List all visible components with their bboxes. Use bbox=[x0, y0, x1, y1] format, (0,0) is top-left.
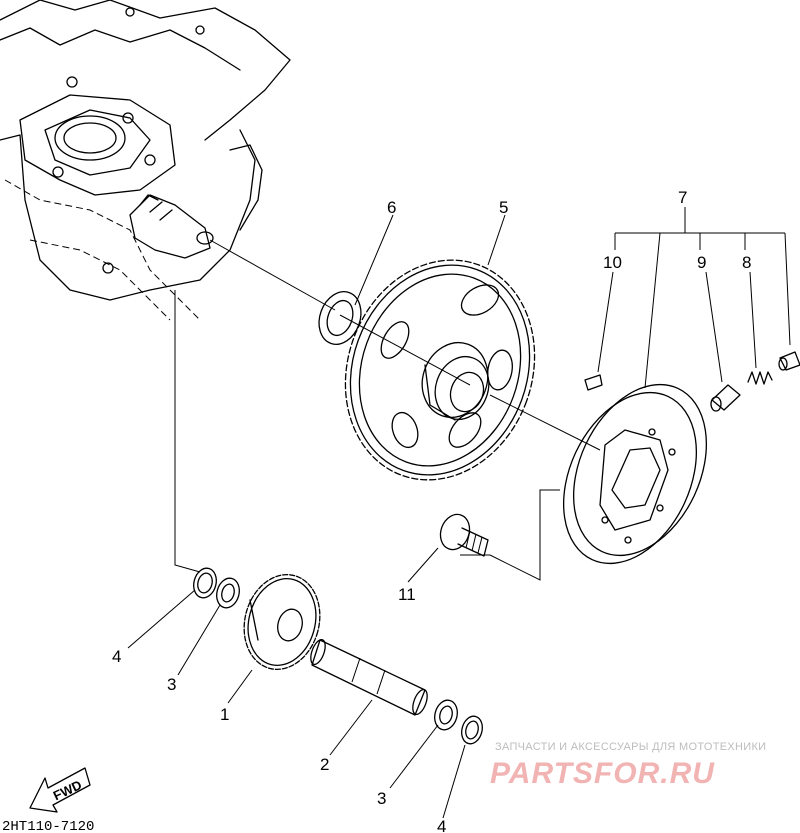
part-4-circlip-left bbox=[193, 567, 217, 599]
callout-leader-lines bbox=[127, 207, 791, 819]
part-11-bolt bbox=[439, 513, 489, 557]
part-10-roller bbox=[584, 374, 603, 391]
callout-10: 10 bbox=[603, 253, 622, 272]
part-7-cap bbox=[778, 351, 800, 371]
part-5-starter-wheel-gear bbox=[344, 259, 536, 481]
callout-9: 9 bbox=[697, 253, 706, 272]
callout-11: 11 bbox=[398, 585, 416, 604]
callout-6: 6 bbox=[387, 198, 396, 217]
callout-7: 7 bbox=[678, 188, 687, 207]
engine-crankcase-outline bbox=[0, 0, 291, 321]
callout-4-right: 4 bbox=[437, 817, 446, 833]
watermark: ЗАПЧАСТИ И АКСЕССУАРЫ ДЛЯ МОТОТЕХНИКИ PA… bbox=[490, 741, 766, 790]
part-3-washer-left bbox=[216, 577, 240, 609]
callout-1: 1 bbox=[220, 705, 229, 724]
part-9-plunger bbox=[710, 384, 741, 412]
watermark-logo: PARTSFOR.RU bbox=[490, 757, 715, 790]
callout-2: 2 bbox=[320, 755, 329, 774]
callout-3-left: 3 bbox=[167, 675, 176, 694]
fwd-direction-badge: FWD bbox=[29, 767, 91, 813]
part-4-circlip-right bbox=[461, 715, 483, 745]
part-7-starter-clutch bbox=[562, 383, 708, 565]
callout-3-right: 3 bbox=[377, 789, 386, 808]
diagram-code: 2HT110-7120 bbox=[2, 819, 94, 833]
part-2-shaft bbox=[310, 638, 428, 716]
assembly-axis-lines bbox=[174, 239, 601, 581]
part-6-washer bbox=[318, 291, 362, 345]
callout-numbers: 1 2 3 3 4 4 5 6 7 8 9 10 11 bbox=[112, 188, 751, 833]
fwd-label: FWD bbox=[51, 777, 84, 803]
watermark-caption: ЗАПЧАСТИ И АКСЕССУАРЫ ДЛЯ МОТОТЕХНИКИ bbox=[495, 741, 766, 753]
callout-5: 5 bbox=[499, 198, 508, 217]
callout-8: 8 bbox=[742, 253, 751, 272]
part-3-washer-right bbox=[434, 699, 458, 731]
part-8-spring bbox=[747, 371, 773, 385]
part-1-idle-gear bbox=[243, 574, 321, 670]
callout-4-left: 4 bbox=[112, 647, 121, 666]
